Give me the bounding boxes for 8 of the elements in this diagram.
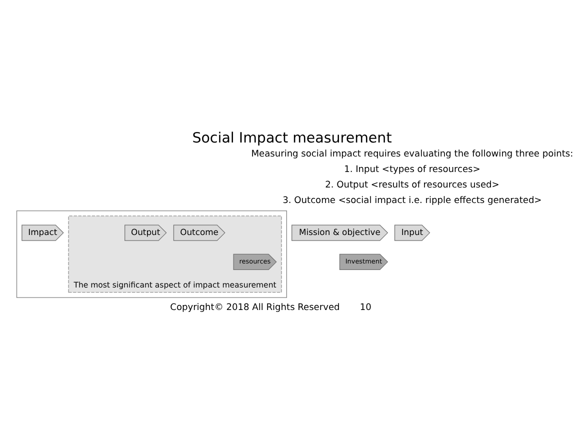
cluster bbox=[16, 210, 287, 298]
label: 3. Outcome <social impact i.e. ripple effects generated> bbox=[282, 196, 542, 206]
label: 10 bbox=[360, 302, 372, 313]
label: Measuring social impact requires evaluating the following three points: bbox=[251, 150, 574, 160]
label: 2. Output <results of resources used> bbox=[325, 180, 500, 191]
diagram-title: Social Impact measurement bbox=[192, 130, 392, 147]
label: Copyright© 2018 All Rights Reserved bbox=[170, 302, 340, 313]
label: 1. Input <types of resources> bbox=[344, 165, 480, 176]
